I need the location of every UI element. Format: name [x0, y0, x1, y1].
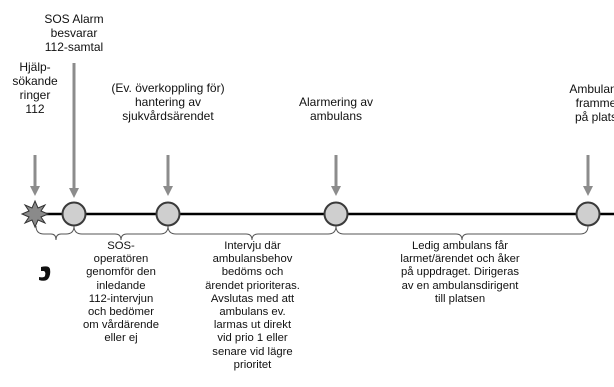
event-label-sos-answers: SOS Alarm besvarar 112-samtal	[44, 12, 104, 54]
arrow-transfer	[163, 155, 173, 196]
node-arrival	[575, 201, 601, 227]
call-burst-icon	[20, 199, 50, 229]
node-transfer	[155, 201, 181, 227]
event-label-dispatch: Alarmering av ambulans	[298, 95, 374, 123]
phase-desc-ambulance: Ledig ambulans får larmet/ärendet och åk…	[400, 240, 520, 305]
arrow-sos-answers	[69, 63, 79, 198]
arrow-caller	[30, 155, 40, 196]
node-sos-answers	[61, 201, 87, 227]
brace-operator	[73, 225, 169, 241]
event-label-arrival: Ambulans framme på plats	[569, 82, 614, 124]
brace-ambulance	[335, 225, 589, 241]
phase-desc-operator: SOS- operatören genomför den inledande 1…	[83, 240, 159, 345]
phone-handset-icon	[39, 266, 51, 281]
event-label-transfer: (Ev. överkoppling för) hantering av sjuk…	[111, 81, 225, 123]
node-dispatch	[323, 201, 349, 227]
event-label-caller: Hjälp- sökande ringer 112	[12, 60, 58, 116]
brace-interview	[167, 225, 337, 241]
brace-caller	[35, 225, 75, 241]
phase-desc-interview: Intervju där ambulansbehov bedöms och är…	[205, 240, 300, 371]
arrow-arrival	[583, 155, 593, 196]
arrow-dispatch	[331, 155, 341, 196]
